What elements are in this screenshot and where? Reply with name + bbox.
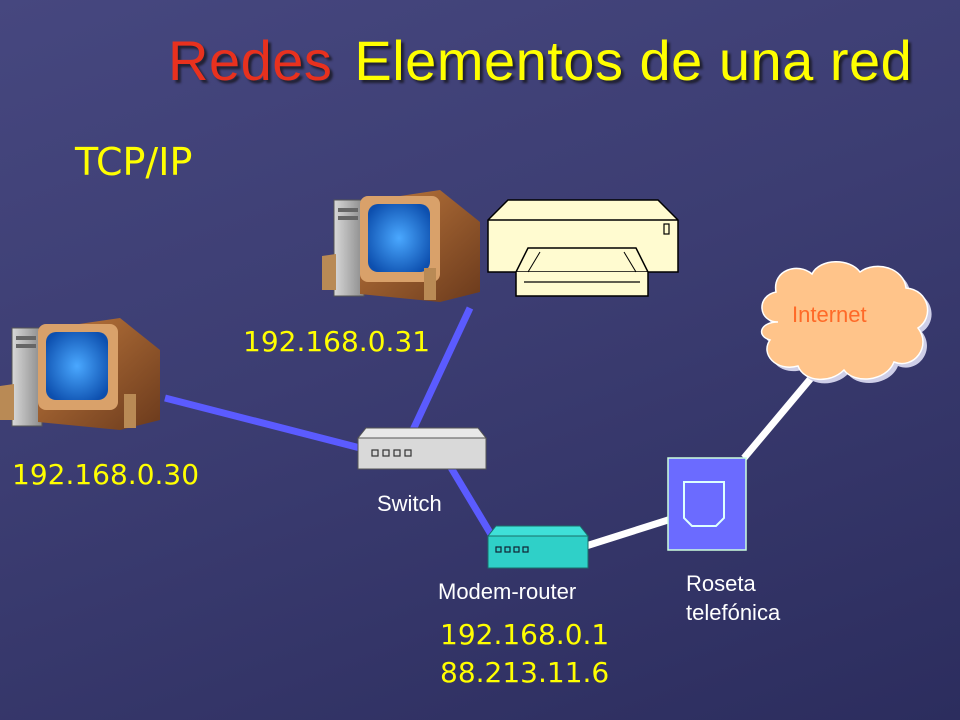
router-icon — [486, 525, 590, 569]
page-title: Redes Elementos de una red — [168, 28, 912, 93]
title-part1: Redes — [168, 29, 333, 92]
router-wan-ip: 88.213.11.6 — [440, 656, 610, 689]
router-label: Modem-router — [438, 579, 577, 604]
subtitle: TCP/IP — [75, 140, 193, 184]
cable-jack-cloud — [741, 362, 825, 461]
router-lan-ip: 192.168.0.1 — [440, 618, 610, 651]
switch-icon — [356, 427, 488, 470]
pc-icon — [322, 190, 480, 302]
title-part2: Elementos de una red — [354, 29, 913, 92]
printer-icon — [487, 199, 679, 297]
wall-jack-icon — [667, 457, 747, 551]
jack-label: Roseta telefónica — [686, 570, 780, 627]
cable-pc1-switch — [164, 394, 369, 454]
cable-switch-router — [446, 464, 496, 538]
cloud-icon — [760, 261, 932, 384]
pc1-ip-label: 192.168.0.30 — [12, 458, 200, 491]
pc2-ip-label: 192.168.0.31 — [243, 325, 431, 358]
jack-label-line1: Roseta — [686, 571, 756, 596]
switch-label: Switch — [377, 491, 442, 516]
jack-label-line2: telefónica — [686, 599, 781, 625]
cable-pc2-switch — [408, 306, 474, 434]
pc-icon — [0, 318, 160, 430]
cloud-label: Internet — [792, 302, 867, 327]
